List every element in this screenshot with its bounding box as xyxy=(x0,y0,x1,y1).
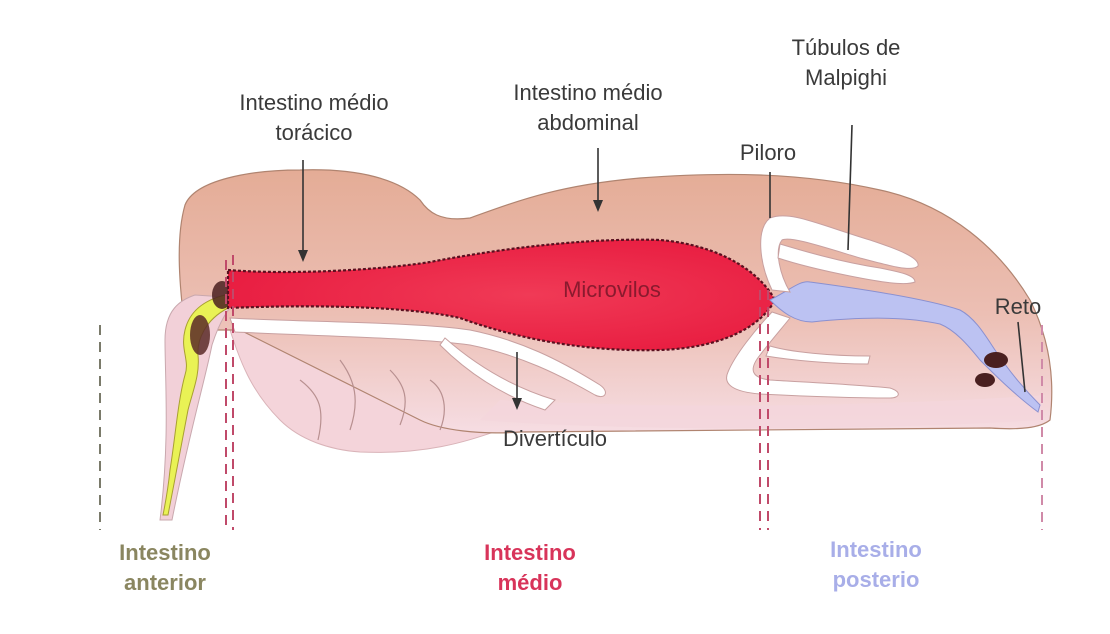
segment-medio-line1: Intestino xyxy=(484,540,576,565)
segment-posterior-line1: Intestino xyxy=(830,537,922,562)
label-toracico-line1: Intestino médio xyxy=(239,90,388,115)
label-abdominal-line2: abdominal xyxy=(537,110,639,135)
segment-medio-line2: médio xyxy=(498,570,563,595)
segment-posterior-line2: posterio xyxy=(833,567,920,592)
pharynx-muscle xyxy=(190,315,210,355)
rectal-pad-2 xyxy=(975,373,995,387)
label-toracico-line2: torácico xyxy=(275,120,352,145)
label-piloro: Piloro xyxy=(740,140,796,165)
segment-anterior-line2: anterior xyxy=(124,570,206,595)
segment-anterior-line1: Intestino xyxy=(119,540,211,565)
label-reto: Reto xyxy=(995,294,1041,319)
label-malpighi-line2: Malpighi xyxy=(805,65,887,90)
rectal-pad-1 xyxy=(984,352,1008,368)
label-abdominal-line1: Intestino médio xyxy=(513,80,662,105)
label-diverticulo: Divertículo xyxy=(503,426,607,451)
label-microvilos: Microvilos xyxy=(563,277,661,302)
label-malpighi-line1: Túbulos de xyxy=(792,35,901,60)
